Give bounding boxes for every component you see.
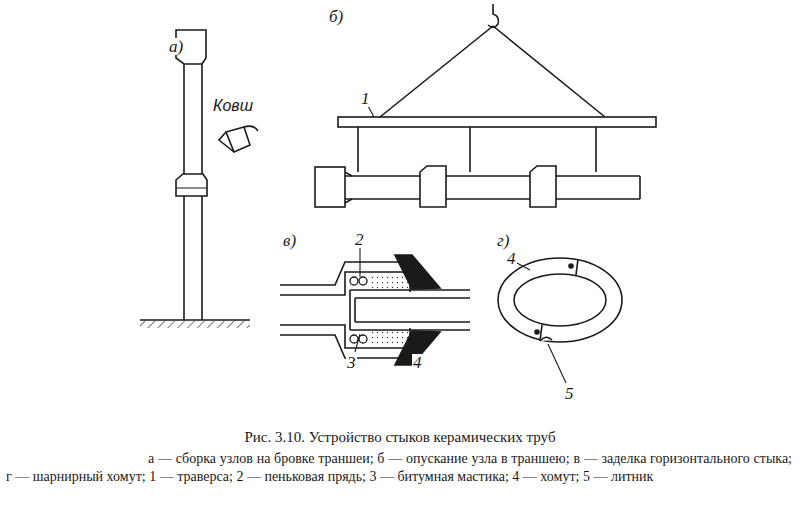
hemp-strand bbox=[350, 277, 367, 343]
view-letter: б) bbox=[328, 8, 344, 25]
leader-lines bbox=[355, 106, 566, 383]
figure-title: Рис. 3.10. Устройство стыков керамически… bbox=[0, 428, 800, 446]
view-letter: г) bbox=[496, 232, 510, 249]
callout-number: 4 bbox=[412, 354, 423, 371]
part-name: Ковш bbox=[212, 98, 254, 114]
ground bbox=[140, 320, 250, 328]
figure-caption: а — сборка узлов на бровке траншеи; б — … bbox=[6, 450, 792, 486]
hinged-clamp bbox=[498, 258, 622, 342]
hangers bbox=[358, 127, 596, 172]
crane-hook bbox=[380, 4, 605, 117]
ladle bbox=[219, 126, 258, 152]
vertical-pipe-assembly bbox=[176, 30, 207, 320]
traverse-beam bbox=[338, 117, 656, 127]
callout-number: 4 bbox=[506, 250, 517, 267]
callout-number: 1 bbox=[360, 90, 371, 107]
callout-number: 3 bbox=[346, 354, 357, 371]
joint-section bbox=[280, 262, 470, 358]
view-letter: в) bbox=[282, 232, 297, 249]
clamp-section bbox=[395, 255, 440, 365]
view-letter: а) bbox=[168, 38, 184, 55]
horizontal-pipe-string bbox=[315, 166, 640, 207]
callout-number: 2 bbox=[354, 231, 365, 248]
bitumen-mastic bbox=[368, 273, 409, 347]
callout-number: 5 bbox=[564, 385, 575, 402]
